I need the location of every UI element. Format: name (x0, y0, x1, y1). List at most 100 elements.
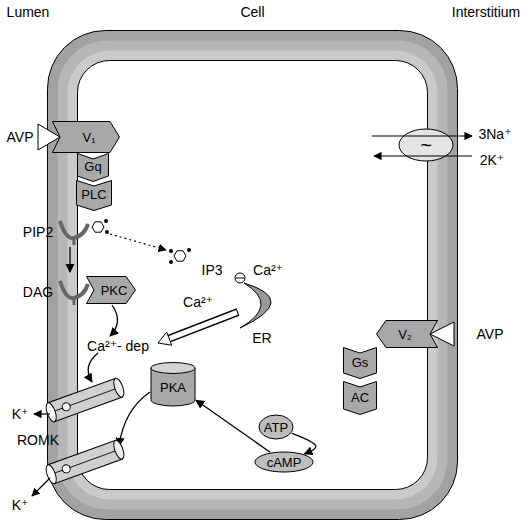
channel-symbol (235, 273, 245, 283)
lipid-symbol (73, 298, 76, 305)
hollow-arrow (158, 332, 172, 345)
arrow-connector (292, 433, 316, 454)
node-shape (87, 277, 136, 304)
ligand-triangle (38, 124, 60, 150)
node-label: Gq (84, 160, 101, 173)
cell-heading: Cell (240, 5, 264, 19)
node-shape (399, 129, 453, 161)
channel-gate (61, 402, 71, 412)
node-label: ATP (264, 421, 288, 434)
ion-arrow (34, 413, 50, 414)
node-outline (47, 30, 458, 520)
phosphate-dot (105, 230, 109, 234)
channel-pore (51, 450, 119, 475)
regulation-arrow (119, 392, 150, 446)
enzyme-box: PLC (76, 180, 112, 211)
channel-gate (61, 464, 71, 474)
channel-end (112, 377, 126, 399)
text-label: AVP (7, 130, 34, 144)
node-shape (78, 154, 109, 182)
node-shape (77, 181, 112, 211)
pump-ellipse: ~ (398, 128, 454, 162)
text-label: PIP2 (23, 225, 53, 239)
channel-symbol (236, 278, 244, 279)
text-label: ROMK (17, 433, 59, 447)
node-label: cAMP (267, 456, 302, 469)
channel-end (44, 402, 58, 424)
membrane-band (68, 51, 438, 500)
regulation-arrow (110, 305, 118, 336)
receptor-box: V₁ (52, 121, 120, 153)
text-label: Lumen (7, 5, 50, 19)
phosphate-dot (104, 219, 108, 223)
node-label: V₂ (398, 328, 412, 341)
node-label: ~ (420, 135, 432, 155)
node-label: Gs (352, 356, 369, 369)
conversion-arrow (69, 247, 70, 272)
text-label: DAG (23, 285, 53, 299)
text-label: Ca²⁺- dep (87, 339, 149, 353)
channel-end (112, 439, 126, 461)
text-label: 2K⁺ (480, 153, 505, 167)
text-label: AVP (477, 327, 504, 341)
node-label: PLC (81, 188, 106, 201)
text-label: 3Na⁺ (478, 127, 511, 141)
lipid-symbol (60, 281, 88, 298)
lipid-symbol (73, 238, 76, 245)
text-label: K⁺ (12, 407, 29, 421)
membrane-band (58, 41, 448, 510)
text-label: ER (252, 331, 271, 345)
romk-channel (44, 377, 126, 423)
ion-arrow (32, 478, 50, 496)
headgroup-hexagon (92, 222, 104, 232)
membrane-band (48, 31, 458, 520)
text-label: IP3 (201, 263, 222, 277)
channel-body (48, 378, 122, 421)
enzyme-box: AC (343, 381, 377, 415)
molecule-ellipse: ATP (258, 414, 294, 440)
node-label: PKC (101, 284, 128, 297)
phosphate-dot (169, 249, 173, 253)
node-shape (377, 321, 438, 348)
membrane-band (78, 61, 428, 490)
channel-body (48, 440, 122, 483)
molecule-ellipse: cAMP (254, 451, 314, 473)
text-label: Ca²⁺ (253, 263, 283, 277)
lipid-symbol (60, 221, 88, 238)
er-crescent (240, 283, 271, 328)
text-label: K⁺ (12, 498, 29, 512)
channel-pore (51, 388, 119, 413)
text-label: Interstitium (452, 5, 520, 19)
node-shape (53, 122, 120, 153)
node-shape (259, 415, 293, 439)
node-shape (344, 348, 377, 379)
ligand-triangle (430, 322, 454, 346)
g-protein-box: Gs (343, 347, 377, 379)
node-label: PKA (160, 381, 186, 394)
node-label: AC (351, 391, 369, 404)
cell-membrane: CellV₁~GqPLCPKCV₂GsPKAACATPcAMP (47, 30, 458, 520)
regulation-arrow (88, 353, 98, 382)
receptor-box: V₂ (376, 320, 438, 348)
text-label: Ca²⁺ (183, 295, 213, 309)
channel-end (44, 464, 58, 486)
phosphate-dot (187, 248, 191, 252)
dashed-arrow (110, 234, 166, 250)
ion-arrow (374, 155, 472, 156)
kinase-box: PKC (86, 276, 136, 304)
node-shape (255, 452, 313, 472)
ion-arrow (372, 135, 472, 136)
node-shape (344, 382, 377, 415)
ip3-hexagon (174, 251, 186, 261)
g-protein-box: Gq (77, 153, 109, 182)
phosphate-dot (169, 260, 173, 264)
hollow-arrow (168, 312, 238, 339)
arrow-connector (196, 400, 270, 452)
hollow-arrow (166, 312, 237, 339)
node-shape (151, 363, 195, 374)
